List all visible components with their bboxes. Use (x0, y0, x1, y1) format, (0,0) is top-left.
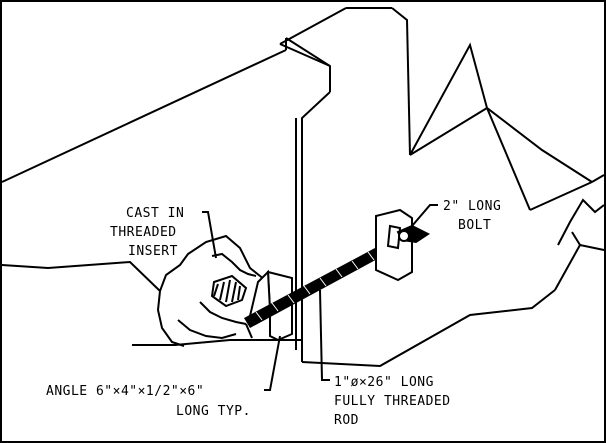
callout-bolt: 2" LONG BOLT (443, 199, 501, 233)
bolt (396, 224, 430, 244)
callout-rod-line-3: ROD (334, 413, 359, 428)
threaded-rod (244, 240, 394, 328)
callout-bolt-line-2: BOLT (458, 218, 491, 233)
right-concrete-member (132, 7, 605, 368)
callout-cast-in-line-1: CAST IN (126, 206, 184, 221)
leaders (202, 204, 438, 391)
callout-cast-in-line-3: INSERT (128, 244, 178, 259)
callout-bolt-line-1: 2" LONG (443, 199, 501, 214)
callout-angle-line-2: LONG TYP. (176, 404, 251, 419)
callout-rod-line-2: FULLY THREADED (334, 394, 451, 409)
right-angle (375, 208, 413, 282)
callout-cast-in-insert: CAST IN THREADED INSERT (110, 206, 184, 259)
vertical-joint (295, 91, 331, 362)
callout-angle-line-1: ANGLE 6"×4"×1/2"×6" (46, 384, 204, 399)
callout-cast-in-line-2: THREADED (110, 225, 177, 240)
left-concrete-member (1, 7, 347, 292)
broken-out-concrete (156, 234, 269, 347)
callout-rod: 1"ø×26" LONG FULLY THREADED ROD (334, 375, 451, 428)
callout-angle: ANGLE 6"×4"×1/2"×6" LONG TYP. (46, 384, 251, 419)
threaded-insert (210, 274, 248, 308)
callout-rod-line-1: 1"ø×26" LONG (334, 375, 434, 390)
